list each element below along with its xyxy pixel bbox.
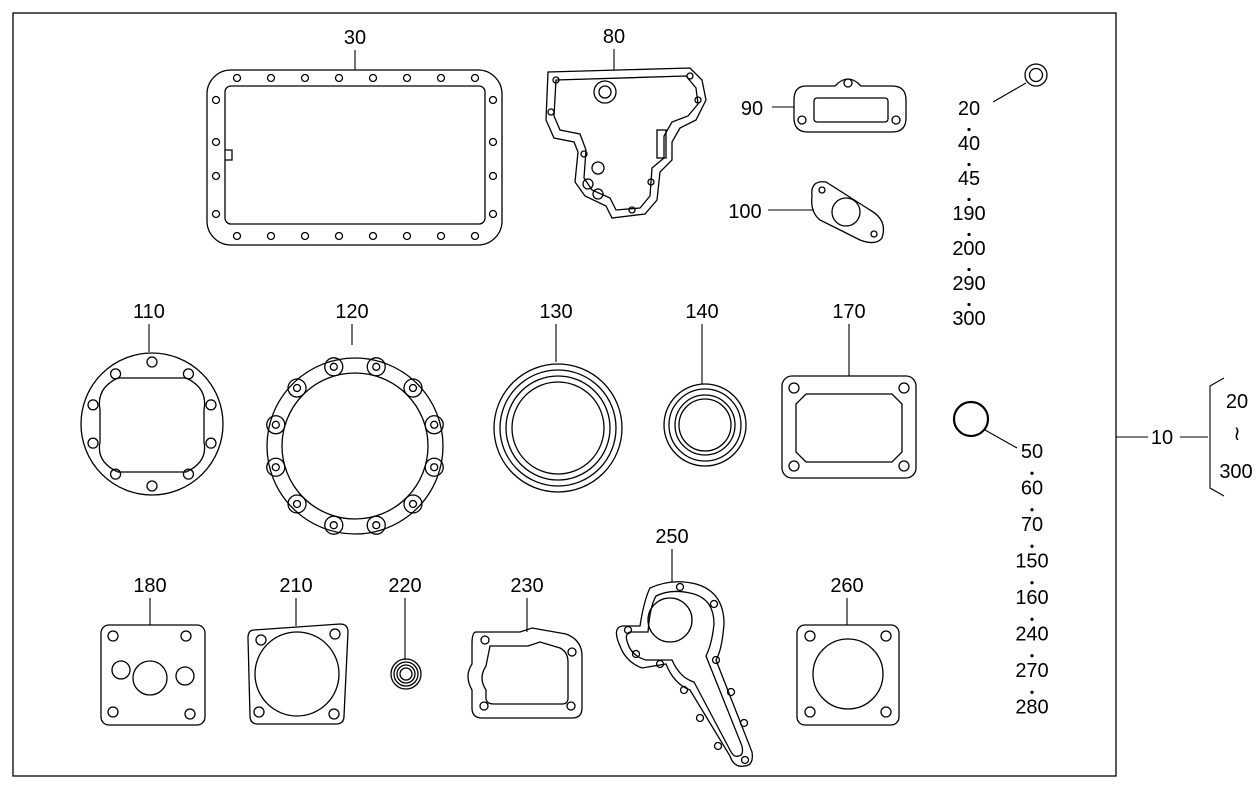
kit-range-end: 300	[1219, 461, 1252, 483]
part-list-group-a: 20 40 45 190 200 290 300	[952, 98, 985, 330]
part-30-oil-pan-gasket: 30	[206, 27, 503, 246]
group-b-item: 280	[1015, 697, 1048, 719]
part-130-seal: 130	[493, 301, 623, 493]
separator-dot	[1030, 508, 1034, 512]
separator-dot	[1030, 471, 1034, 475]
label-100: 100	[728, 201, 761, 223]
separator-dot	[1030, 654, 1034, 658]
kit-number: 10	[1151, 427, 1173, 449]
diagram-frame	[12, 12, 1117, 777]
group-b-item: 240	[1015, 624, 1048, 646]
group-a-item: 300	[952, 308, 985, 330]
label-130: 130	[539, 301, 572, 323]
separator-dot	[967, 232, 971, 237]
part-210-gasket: 210	[247, 575, 349, 725]
part-20-ring	[992, 63, 1048, 103]
separator-dot	[1030, 690, 1034, 694]
kit-10-callout: 10 20 ≀ 300	[1116, 377, 1253, 497]
part-100-gasket: 100	[728, 181, 885, 244]
label-120: 120	[335, 301, 368, 323]
separator-dot	[967, 127, 971, 132]
separator-dot	[967, 267, 971, 272]
label-260: 260	[830, 575, 863, 597]
part-250-water-pump-gasket: 250	[615, 526, 753, 767]
group-a-item: 190	[952, 203, 985, 225]
group-a-item: 40	[958, 133, 980, 155]
group-b-item: 150	[1015, 551, 1048, 573]
part-220-seal: 220	[388, 575, 422, 690]
label-110: 110	[133, 301, 165, 323]
part-140-seal: 140	[663, 301, 747, 467]
part-180-gasket: 180	[100, 575, 206, 726]
label-250: 250	[655, 526, 688, 548]
separator-dot	[967, 197, 971, 202]
label-90: 90	[741, 98, 763, 120]
label-80: 80	[603, 26, 625, 48]
part-50-o-ring	[952, 400, 1018, 449]
group-b-item: 70	[1021, 514, 1043, 536]
part-120-gasket: 120	[266, 301, 444, 535]
kit-range-symbol: ≀	[1233, 423, 1241, 445]
group-b-item: 270	[1015, 660, 1048, 682]
part-80-front-case-gasket: 80	[545, 26, 707, 219]
label-140: 140	[685, 301, 718, 323]
part-170-gasket: 170	[781, 301, 917, 479]
part-90-gasket: 90	[741, 78, 907, 133]
label-180: 180	[133, 575, 166, 597]
group-b-item: 160	[1015, 587, 1048, 609]
part-list-group-b: 50 60 70 150 160 240 270 280	[1015, 441, 1048, 719]
label-210: 210	[279, 575, 312, 597]
group-a-item: 45	[958, 168, 980, 190]
label-230: 230	[510, 575, 543, 597]
separator-dot	[1030, 617, 1034, 621]
part-260-gasket: 260	[796, 575, 900, 726]
label-220: 220	[388, 575, 421, 597]
group-b-item: 60	[1021, 478, 1043, 500]
kit-range-start: 20	[1226, 391, 1248, 413]
group-a-item: 200	[952, 238, 985, 260]
group-a-item: 20	[958, 98, 980, 120]
separator-dot	[967, 302, 971, 307]
separator-dot	[1030, 581, 1034, 585]
part-110-gasket: 110	[80, 301, 224, 496]
group-b-item: 50	[1021, 441, 1043, 463]
separator-dot	[967, 162, 971, 167]
part-230-gasket: 230	[467, 575, 583, 719]
label-30: 30	[344, 27, 366, 49]
group-a-item: 290	[952, 273, 985, 295]
label-170: 170	[832, 301, 865, 323]
separator-dot	[1030, 544, 1034, 548]
